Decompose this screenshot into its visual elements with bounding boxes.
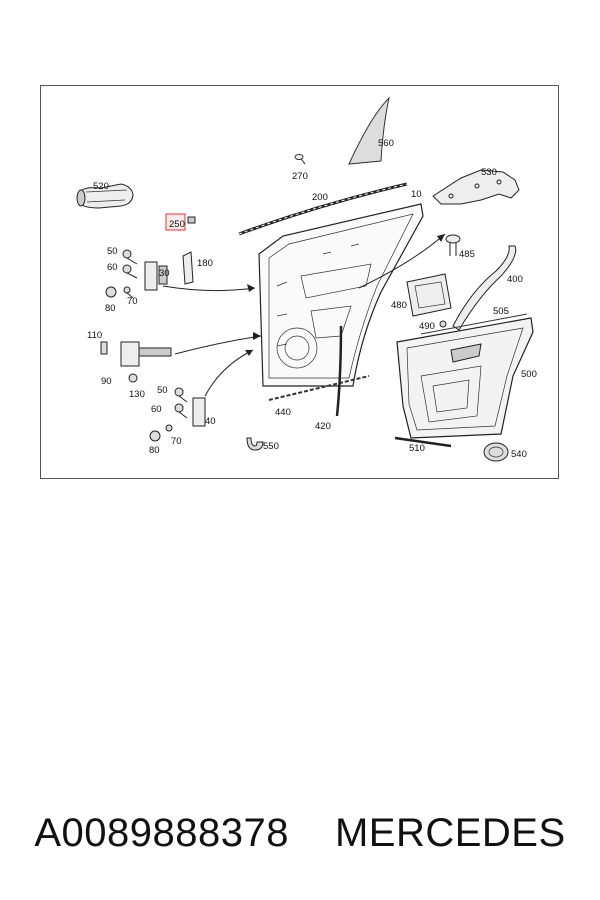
label-200: 200 [312,192,328,203]
part-30-hinge-upper [144,261,168,291]
label-550: 550 [263,441,279,452]
parts-diagram-frame: 560 270 200 10 530 520 250 485 400 50 60… [40,85,559,479]
part-number: A0089888378 [34,810,289,855]
label-500: 500 [521,369,537,380]
part-485-clip [445,234,461,256]
part-505-rail [420,313,528,335]
bolts-upper [105,249,138,299]
label-270: 270 [292,171,308,182]
part-270-clip [294,154,306,165]
brand-name: MERCEDES [334,810,566,855]
part-400-guide [452,245,517,331]
product-caption: A0089888378 MERCEDES [0,803,600,863]
label-130: 130 [129,389,145,400]
part-530-bracket [432,169,520,205]
label-50-lower: 50 [157,385,168,396]
part-180-bracket [182,251,194,285]
part-40-hinge [192,397,206,427]
label-80-upper: 80 [105,303,116,314]
label-490: 490 [419,321,435,332]
label-60-lower: 60 [151,404,162,415]
part-500-inner-panel [396,317,534,439]
label-60-upper: 60 [107,262,118,273]
label-50-upper: 50 [107,246,118,257]
part-250-highlight-box [165,213,186,231]
label-485: 485 [459,249,475,260]
label-40: 40 [205,416,216,427]
part-550-clip [246,437,264,451]
part-520-handle [76,183,134,209]
label-180: 180 [197,258,213,269]
assembly-arrows [162,233,446,397]
label-80-lower: 80 [149,445,160,456]
label-480: 480 [391,300,407,311]
part-420-seal [335,325,343,417]
label-70-lower: 70 [171,436,182,447]
label-420: 420 [315,421,331,432]
label-70-upper: 70 [127,296,138,307]
part-250-clip [187,216,196,224]
label-505: 505 [493,306,509,317]
label-530: 530 [481,167,497,178]
label-510: 510 [409,443,425,454]
part-490-clip [439,320,447,328]
part-440-strip [268,375,370,401]
label-520: 520 [93,181,109,192]
label-250: 250 [169,219,185,230]
label-400: 400 [507,274,523,285]
part-10-door-shell [258,203,424,387]
part-130-check [128,373,138,383]
part-560-trim [348,96,390,165]
part-510-rod [394,436,452,448]
bolts-lower [149,387,188,442]
part-540-cap [483,442,509,462]
part-480-module [406,273,452,317]
label-440: 440 [275,407,291,418]
label-30: 30 [159,268,170,279]
label-540: 540 [511,449,527,460]
label-90: 90 [101,376,112,387]
label-10: 10 [411,189,422,200]
label-560: 560 [378,138,394,149]
part-90-hinge-lower [100,341,172,367]
exploded-door-diagram: 560 270 200 10 530 520 250 485 400 50 60… [76,96,537,462]
label-110: 110 [87,330,102,341]
